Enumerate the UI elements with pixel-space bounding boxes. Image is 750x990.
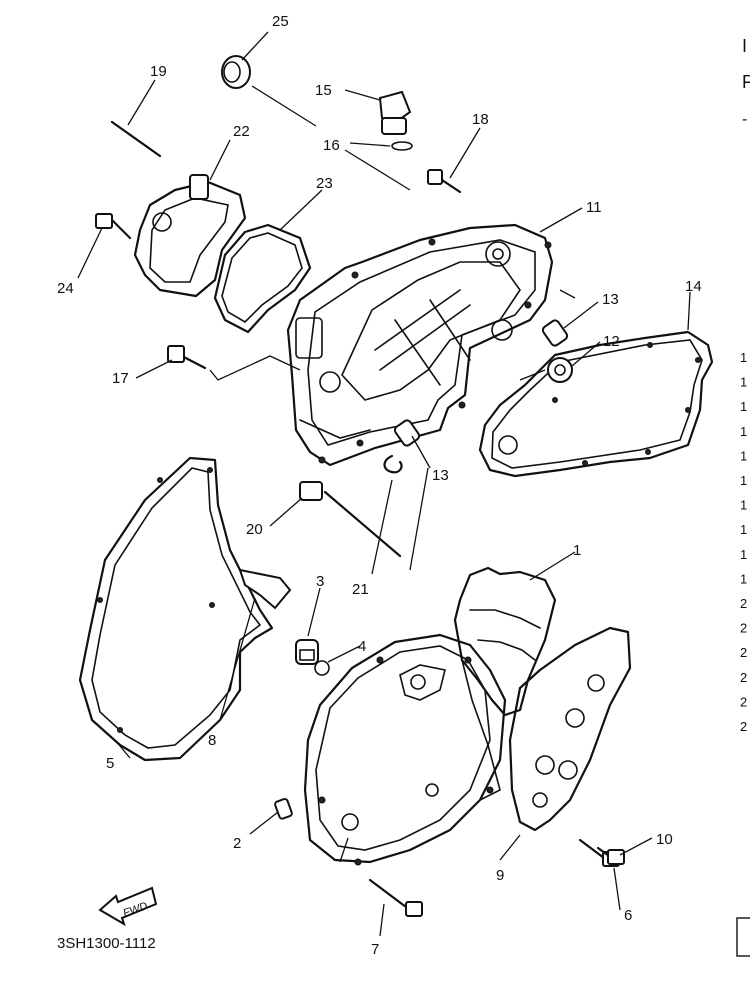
header-fragment: - xyxy=(742,111,747,128)
callout: 14 xyxy=(685,278,702,295)
callout: 7 xyxy=(371,941,379,958)
callout: 13 xyxy=(602,291,619,308)
callouts: 1 2 3 4 5 6 7 8 9 10 11 12 13 13 14 15 1… xyxy=(57,13,702,958)
callout: 18 xyxy=(472,111,489,128)
o-ring-4 xyxy=(314,660,330,676)
gasket-5 xyxy=(78,456,274,762)
right-column-mark: 2 xyxy=(740,670,747,685)
callout: 8 xyxy=(208,732,216,749)
callout: 2 xyxy=(233,835,241,852)
gasket-14 xyxy=(478,330,714,478)
callout: 15 xyxy=(315,82,332,99)
right-column-mark: 1 xyxy=(740,522,747,537)
dowel-13 xyxy=(393,319,569,447)
plug-15 xyxy=(378,90,412,135)
callout: 23 xyxy=(316,175,333,192)
crankcase-cover-11 xyxy=(286,223,554,467)
callout: 11 xyxy=(586,199,602,216)
oil-seal-12 xyxy=(547,357,573,383)
callout: 3 xyxy=(316,573,324,590)
bracket-9 xyxy=(508,626,632,832)
bracket-8 xyxy=(238,568,292,610)
right-column-mark: 1 xyxy=(740,350,747,365)
fwd-arrow: FWD xyxy=(98,886,158,927)
right-column-mark: 2 xyxy=(740,596,747,611)
callout: 5 xyxy=(106,755,114,772)
right-column-mark: 1 xyxy=(740,547,747,562)
oil-seal-25 xyxy=(221,55,251,89)
crankcase-cover-1 xyxy=(303,566,557,866)
callout: 19 xyxy=(150,63,167,80)
part-code: 3SH1300-1112 xyxy=(57,935,156,952)
right-column-mark: 1 xyxy=(740,498,747,513)
bolts xyxy=(95,120,625,917)
callout: 20 xyxy=(246,521,263,538)
callout: 13 xyxy=(432,467,449,484)
plug-3 xyxy=(295,639,319,665)
o-ring-16 xyxy=(391,141,413,151)
right-column-mark: 1 xyxy=(740,399,747,414)
cropped-box xyxy=(736,917,750,957)
water-pump-cover-22 xyxy=(133,174,247,298)
callout: 6 xyxy=(624,907,632,924)
header-fragment: I xyxy=(742,36,747,56)
clip-21 xyxy=(383,454,403,474)
gasket-23 xyxy=(213,223,312,334)
right-column-mark: 2 xyxy=(740,719,747,734)
callout: 9 xyxy=(496,867,504,884)
callout: 25 xyxy=(272,13,289,30)
right-column-mark: 2 xyxy=(740,694,747,709)
callout: 4 xyxy=(358,638,366,655)
right-column-mark: 2 xyxy=(740,645,747,660)
callout: 21 xyxy=(352,581,369,598)
right-column-mark: 1 xyxy=(740,571,747,586)
right-column-mark: 1 xyxy=(740,424,747,439)
callout: 16 xyxy=(323,137,340,154)
right-column-mark: 1 xyxy=(740,448,747,463)
callout: 1 xyxy=(573,542,581,559)
callout: 10 xyxy=(656,831,673,848)
right-column-mark: 1 xyxy=(740,375,747,390)
callout: 22 xyxy=(233,123,250,140)
header-fragment: F xyxy=(742,72,750,92)
leader-lines xyxy=(77,31,691,937)
callout: 24 xyxy=(57,280,74,297)
right-column-mark: 1 xyxy=(740,473,747,488)
right-column-mark: 2 xyxy=(740,621,747,636)
cropped-right-column: I F - 1 1 1 1 1 1 1 1 1 1 2 2 2 2 2 2 xyxy=(736,36,750,957)
callout: 12 xyxy=(603,333,620,350)
dowel-2 xyxy=(274,797,293,820)
callout: 17 xyxy=(112,370,129,387)
